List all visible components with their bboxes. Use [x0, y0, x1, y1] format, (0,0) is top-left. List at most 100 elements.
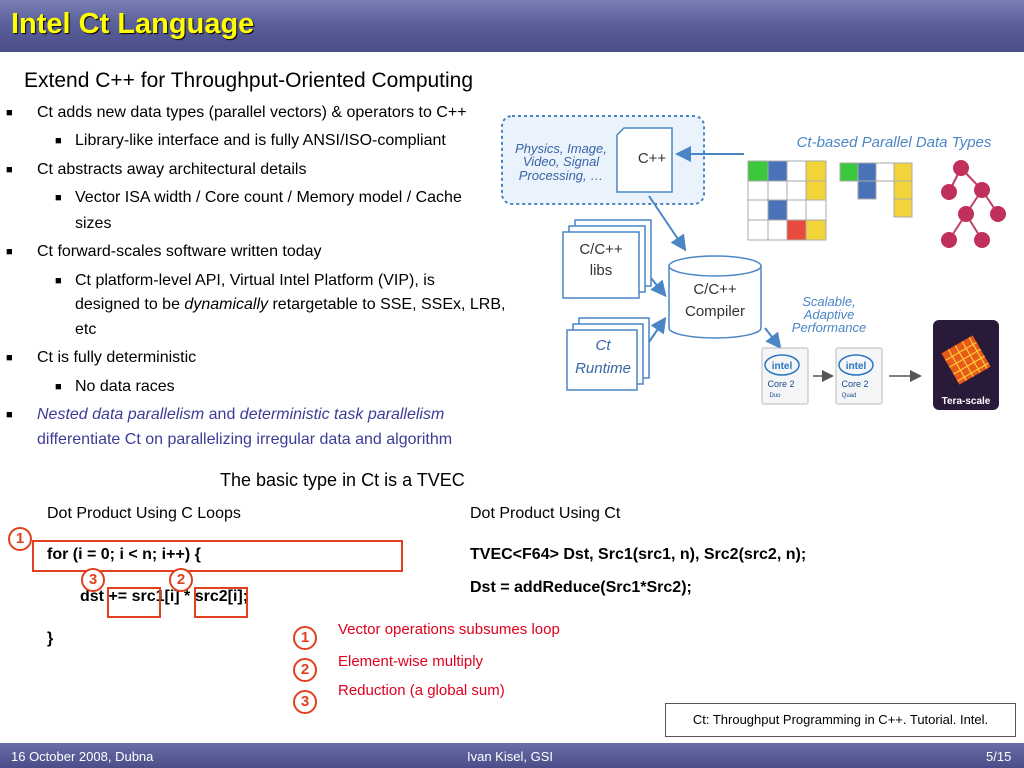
bullet-text: Ct is fully deterministic: [37, 349, 197, 366]
sub-bullet-item: ■ No data races: [55, 374, 515, 400]
compiler-label-1: C/C++: [693, 281, 737, 298]
bullet-text: sizes: [75, 215, 112, 232]
bullet-continuation: etc: [75, 317, 515, 343]
bullet-text: retargetable to SSE, SSEx, LRB,: [268, 296, 506, 313]
runtime-label-2: Runtime: [575, 360, 631, 377]
arrow: [648, 195, 687, 252]
c-code-line-1: for (i = 0; i < n; i++) {: [47, 546, 201, 563]
terascale-label: Tera-scale: [942, 396, 991, 407]
bullet-marker: ■: [55, 135, 62, 147]
slide-subtitle: Extend C++ for Throughput-Oriented Compu…: [24, 69, 474, 92]
bullet-text: Ct abstracts away architectural details: [37, 161, 307, 178]
legend-text-1: Vector operations subsumes loop: [338, 621, 560, 638]
bullet-item: ■ Nested data parallelism and determinist…: [6, 402, 507, 428]
left-column-heading: Dot Product Using C Loops: [47, 505, 241, 522]
legend-text-3: Reduction (a global sum): [338, 682, 505, 699]
bullet-continuation: sizes: [75, 211, 515, 237]
scalable-label-2: Adaptive: [803, 307, 855, 322]
bullet-emphasis: deterministic task parallelism: [239, 406, 445, 423]
chip1-brand: intel: [772, 361, 793, 372]
terascale-chip-image: Tera-scale: [933, 320, 999, 410]
marker-2: 2: [169, 568, 193, 592]
bullet-marker: ■: [6, 409, 13, 421]
bullet-marker: ■: [55, 192, 62, 204]
bullet-text: Ct adds new data types (parallel vectors…: [37, 104, 467, 121]
sparse-matrix-icon: [747, 160, 827, 241]
bullet-text: Ct platform-level API, Virtual Intel Pla…: [75, 272, 435, 289]
bullet-marker: ■: [6, 352, 13, 364]
physics-label-3: Processing, …: [519, 168, 604, 183]
bullet-marker: ■: [55, 275, 62, 287]
chip1-model: Core 2: [767, 379, 794, 389]
bullet-continuation: differentiate Ct on parallelizing irregu…: [37, 427, 507, 453]
libs-documents-icon: [562, 219, 652, 299]
legend-text-2: Element-wise multiply: [338, 653, 484, 670]
bullet-marker: ■: [6, 164, 13, 176]
footer-bar: 16 October 2008, Dubna Ivan Kisel, GSI 5…: [0, 743, 1024, 768]
bullet-text: differentiate Ct on parallelizing irregu…: [37, 431, 453, 448]
chip2-sub: Quad: [842, 393, 857, 399]
bullet-marker: ■: [55, 381, 62, 393]
ragged-array-icon: [839, 162, 913, 218]
scalable-label-1: Scalable,: [802, 294, 855, 309]
slide-title: Intel Ct Language: [11, 8, 255, 40]
bullet-continuation: designed to be dynamically retargetable …: [75, 292, 515, 318]
bullet-text: designed to be: [75, 296, 185, 313]
c-code-line-3: }: [47, 630, 54, 647]
libs-label-2: libs: [590, 262, 613, 279]
loop-highlight-box: [32, 540, 403, 572]
arrow: [650, 277, 667, 298]
bullet-text: No data races: [75, 378, 175, 395]
sub-bullet-item: ■ Library-like interface and is fully ANS…: [55, 128, 515, 154]
bullet-item: ■ Ct forward-scales software written toda…: [6, 239, 507, 265]
compiler-label-2: Compiler: [685, 303, 745, 320]
bullet-marker: ■: [6, 246, 13, 258]
physics-label-2: Video, Signal: [523, 154, 600, 169]
ct-architecture-diagram: Physics, Image, Video, Signal Processing…: [501, 115, 1006, 410]
sub-bullet-item: ■ Ct platform-level API, Virtual Intel P…: [55, 268, 515, 294]
legend-marker-3: 3: [293, 690, 317, 714]
footer-page-number: 5/15: [986, 749, 1012, 764]
arrow: [648, 316, 667, 343]
cpp-label: C++: [638, 150, 667, 167]
bullet-marker: ■: [6, 107, 13, 119]
legend-marker-2: 2: [293, 658, 317, 682]
ct-types-label: Ct-based Parallel Data Types: [797, 134, 992, 151]
runtime-documents-icon: [566, 317, 650, 391]
scalable-label-3: Performance: [792, 320, 866, 335]
libs-label-1: C/C++: [579, 241, 623, 258]
compiler-cylinder-icon: [668, 255, 762, 339]
multiply-highlight-box: [194, 587, 248, 618]
marker-3: 3: [81, 568, 105, 592]
bullet-text: Library-like interface and is fully ANSI…: [75, 132, 446, 149]
bullet-emphasis: dynamically: [184, 296, 269, 313]
arrow: [764, 327, 782, 350]
basic-type-caption: The basic type in Ct is a TVEC: [220, 470, 465, 490]
cpp-document-icon: [616, 127, 673, 193]
title-bar: Intel Ct Language: [0, 0, 1024, 52]
runtime-label-1: Ct: [596, 337, 612, 354]
ct-code-line-2: Dst = addReduce(Src1*Src2);: [470, 579, 692, 596]
tree-icon: [948, 167, 999, 241]
marker-1: 1: [8, 527, 32, 551]
bullet-item: ■ Ct adds new data types (parallel vector…: [6, 100, 507, 126]
chip2-brand: intel: [846, 361, 867, 372]
sub-bullet-item: ■ Vector ISA width / Core count / Memory …: [55, 185, 515, 211]
legend-marker-1: 1: [293, 626, 317, 650]
footer-date: 16 October 2008, Dubna: [11, 749, 154, 764]
bullet-text: and: [204, 406, 240, 423]
ct-code-line-1: TVEC<F64> Dst, Src1(src1, n), Src2(src2,…: [470, 546, 807, 563]
bullet-emphasis: Nested data parallelism: [37, 406, 205, 423]
reduction-highlight-box: [107, 587, 161, 618]
bullet-text: Vector ISA width / Core count / Memory m…: [75, 189, 462, 206]
bullet-item: ■ Ct is fully deterministic: [6, 345, 507, 371]
intel-core2-quad-logo: intel Core 2 Quad: [835, 347, 883, 405]
physics-label-1: Physics, Image,: [515, 141, 607, 156]
intel-core2-duo-logo: intel Core 2 Duo: [761, 347, 809, 405]
bullet-text: Ct forward-scales software written today: [37, 243, 322, 260]
bullet-text: etc: [75, 321, 97, 338]
chip2-model: Core 2: [841, 379, 868, 389]
c-code-line-2: dst += src1[i] * src2[i];: [80, 588, 249, 605]
bullet-item: ■ Ct abstracts away architectural details: [6, 157, 507, 183]
right-column-heading: Dot Product Using Ct: [470, 505, 621, 522]
